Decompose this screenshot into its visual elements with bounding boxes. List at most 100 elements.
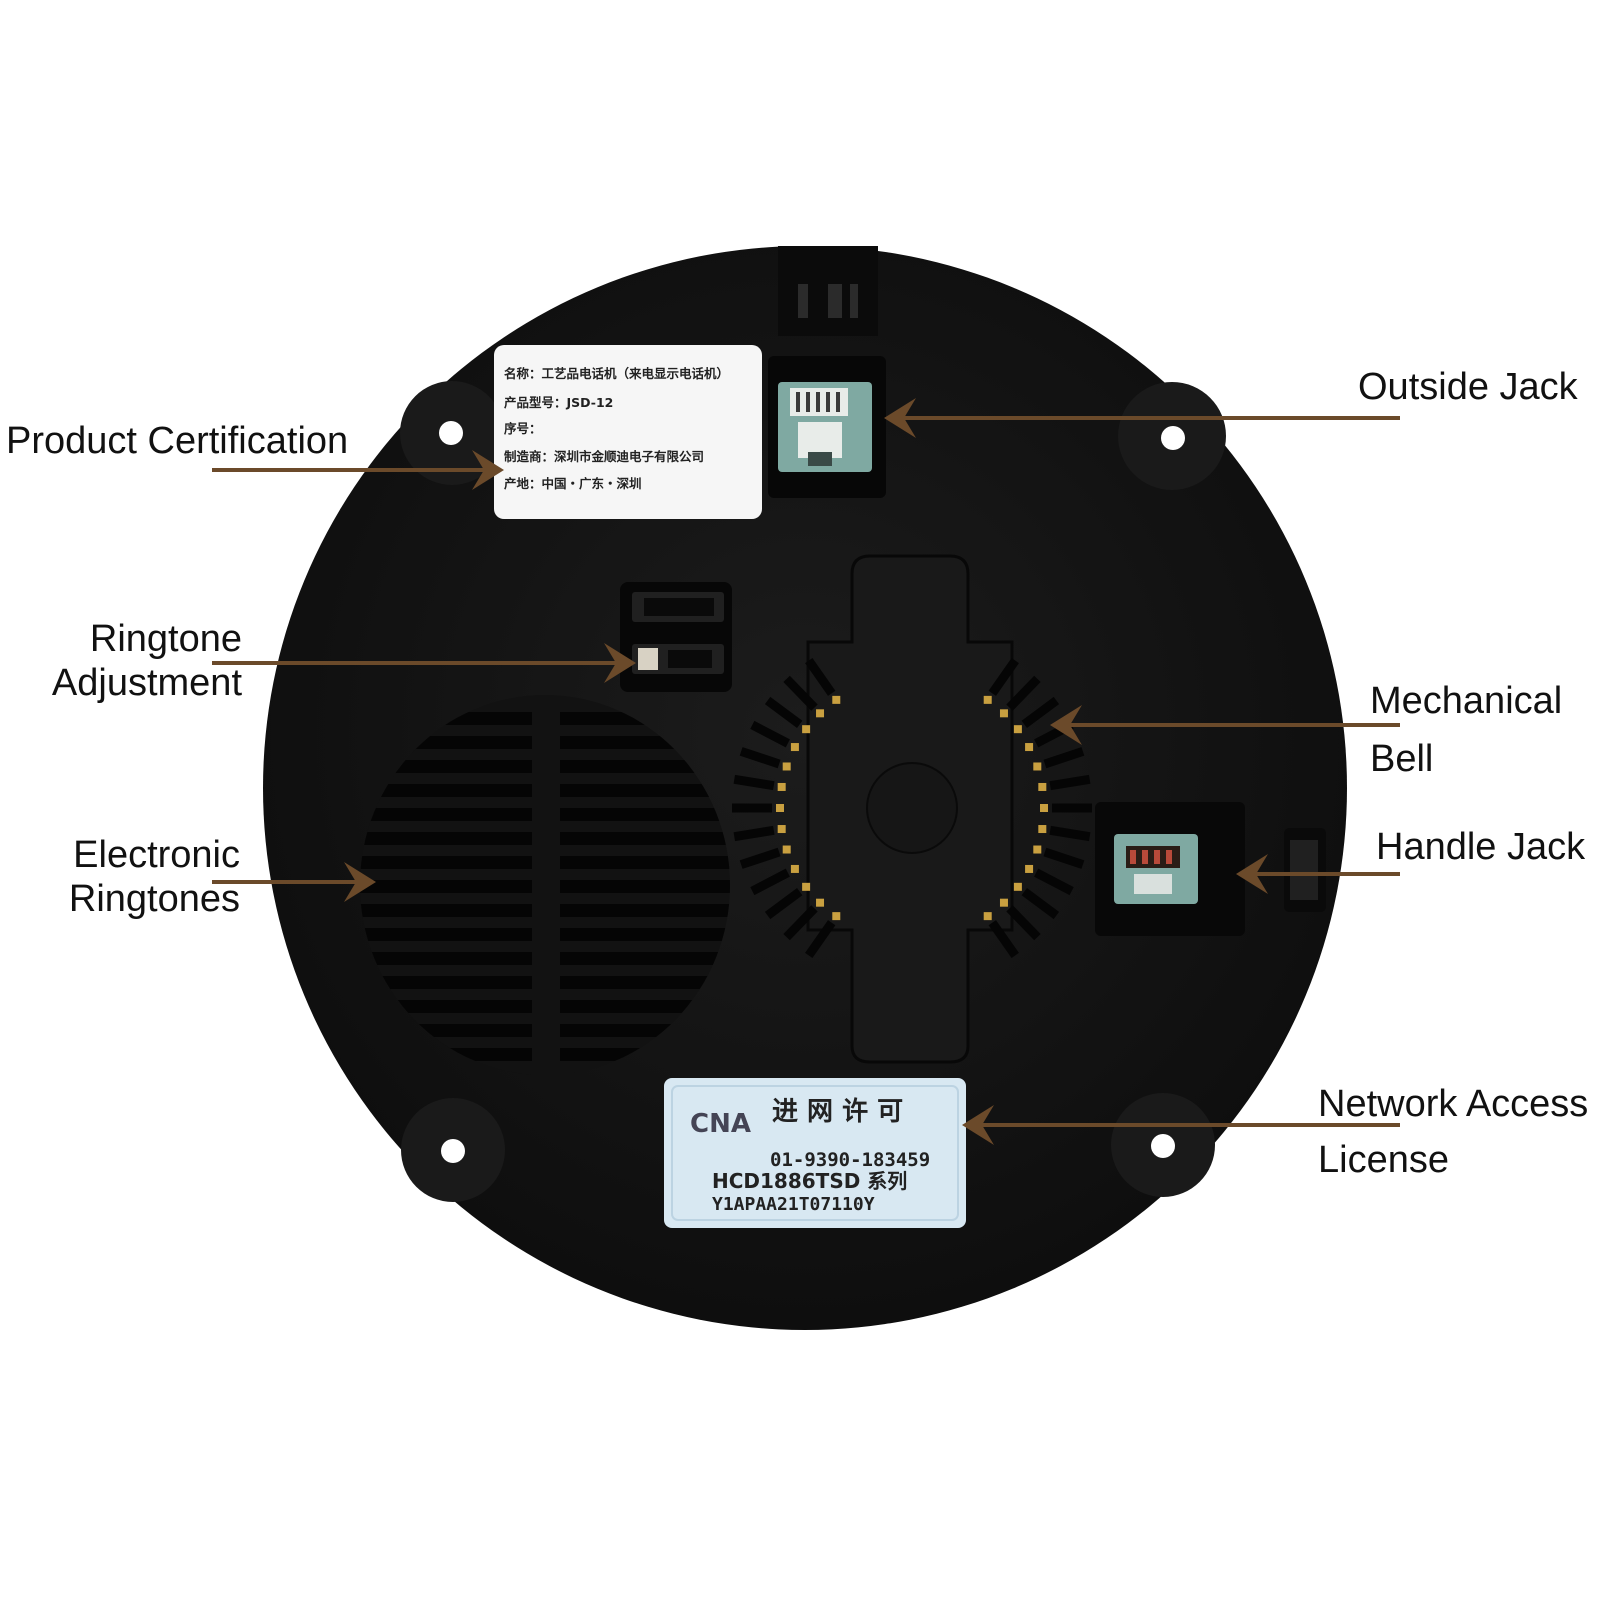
gold-contact <box>999 709 1008 718</box>
gold-contact <box>1040 804 1048 812</box>
bell-fin <box>764 887 803 920</box>
bell-fin <box>1049 825 1091 842</box>
gold-contact <box>777 825 786 834</box>
ringtone-switch <box>620 582 732 692</box>
gold-contact <box>816 709 825 718</box>
gold-contact <box>1025 864 1034 873</box>
bell-center <box>866 762 958 854</box>
label-line: License <box>1318 1139 1449 1181</box>
bell-fin <box>1006 675 1041 711</box>
label-network-access-license: Network Access License <box>1318 1076 1588 1188</box>
screw-hole <box>441 1139 465 1163</box>
bell-fin <box>805 920 836 959</box>
label-handle-jack: Handle Jack <box>1376 826 1585 870</box>
label-line: Mechanical <box>1370 680 1563 722</box>
gold-contact <box>983 912 992 921</box>
handle-jack <box>1095 802 1326 936</box>
gold-contact <box>790 743 799 752</box>
gold-contact <box>1038 825 1047 834</box>
license-model: HCD1886TSD 系列 <box>712 1169 907 1193</box>
label-mechanical-bell: Mechanical Bell <box>1370 672 1562 788</box>
speaker-slot <box>560 856 730 869</box>
label-line: Handle Jack <box>1376 826 1586 868</box>
gold-contact <box>1013 725 1022 734</box>
label-line: Adjustment <box>51 661 242 704</box>
speaker-slot <box>560 976 730 989</box>
speaker-slot <box>360 784 532 797</box>
speaker-slot <box>560 784 730 797</box>
gold-contact <box>777 782 786 791</box>
screw-hole <box>1151 1134 1175 1158</box>
gold-contact <box>1013 882 1022 891</box>
outside-jack <box>768 356 886 498</box>
bell-fin <box>783 675 818 711</box>
bell-fin <box>1006 905 1041 941</box>
sticker-line: 制造商：深圳市金顺迪电子有限公司 <box>504 449 704 464</box>
gold-contact <box>776 804 784 812</box>
license-number: 01-9390-183459 <box>770 1149 930 1171</box>
bell-fin <box>764 696 803 729</box>
gold-contact <box>832 912 841 921</box>
speaker-slot <box>360 976 532 989</box>
bell-fin <box>988 657 1019 696</box>
screw-holes <box>439 421 1185 1163</box>
label-product-certification: Product Certification <box>6 420 348 464</box>
speaker-slot <box>360 928 532 941</box>
speaker-slot <box>560 832 730 845</box>
license-title: 进 网 许 可 <box>772 1097 903 1127</box>
gold-contact <box>782 845 791 854</box>
bell-fin <box>1043 847 1085 869</box>
bell-fin <box>1043 747 1085 769</box>
label-electronic-ringtones: Electronic Ringtones <box>30 834 240 921</box>
speaker-slot <box>560 880 730 893</box>
callout-arrows <box>212 398 1400 1145</box>
gold-contact <box>1033 762 1042 771</box>
speaker-slot <box>560 808 730 821</box>
bell-fin <box>783 905 818 941</box>
sticker-line: 序号： <box>504 421 542 436</box>
gold-contact <box>802 882 811 891</box>
screw-hole <box>1161 426 1185 450</box>
product-certification-sticker: 名称：工艺品电话机（来电显示电话机） 产品型号：JSD-12 序号： 制造商：深… <box>494 345 762 519</box>
gold-contact <box>1025 743 1034 752</box>
license-code: Y1APAA21T07110Y <box>712 1194 875 1215</box>
speaker-slot <box>560 904 730 917</box>
bell-fin <box>733 774 775 791</box>
label-line: Outside Jack <box>1358 366 1578 408</box>
sticker-line: 产品型号：JSD-12 <box>504 395 613 410</box>
speaker-grille <box>360 695 730 1075</box>
bell-fin <box>1049 774 1091 791</box>
bell-fin <box>988 920 1019 959</box>
gold-contact <box>1038 782 1047 791</box>
speaker-slot <box>360 880 532 893</box>
bell-fin <box>1021 887 1060 920</box>
bell-fin <box>739 847 781 869</box>
gold-contact <box>1033 845 1042 854</box>
speaker-slot <box>360 904 532 917</box>
label-line: Product Certification <box>6 420 349 462</box>
gold-contact <box>999 898 1008 907</box>
speaker-slot <box>360 952 532 965</box>
bell-fin <box>733 825 775 842</box>
sticker-line: 产地：中国・广东・深圳 <box>504 476 642 491</box>
gold-contact <box>983 695 992 704</box>
screw-hole <box>439 421 463 445</box>
label-line: Network Access <box>1318 1083 1589 1125</box>
label-line: Ringtones <box>68 877 240 920</box>
label-line: Ringtone <box>89 618 242 660</box>
mechanical-bell <box>732 554 1092 1064</box>
bell-fin <box>1021 696 1060 729</box>
label-line: Bell <box>1370 738 1434 780</box>
label-line: Electronic <box>73 834 240 876</box>
label-ringtone-adjustment: Ringtone Adjustment <box>30 618 242 705</box>
gold-contact <box>832 695 841 704</box>
network-license-sticker: CNA 进 网 许 可 01-9390-183459 HCD1886TSD 系列… <box>664 1078 966 1228</box>
speaker-slot <box>360 856 532 869</box>
speaker-slot <box>560 952 730 965</box>
bell-fin <box>1034 868 1074 896</box>
speaker-slot <box>360 760 532 773</box>
bell-fin <box>805 657 836 696</box>
bell-fin <box>750 720 790 748</box>
speaker-slot <box>360 832 532 845</box>
